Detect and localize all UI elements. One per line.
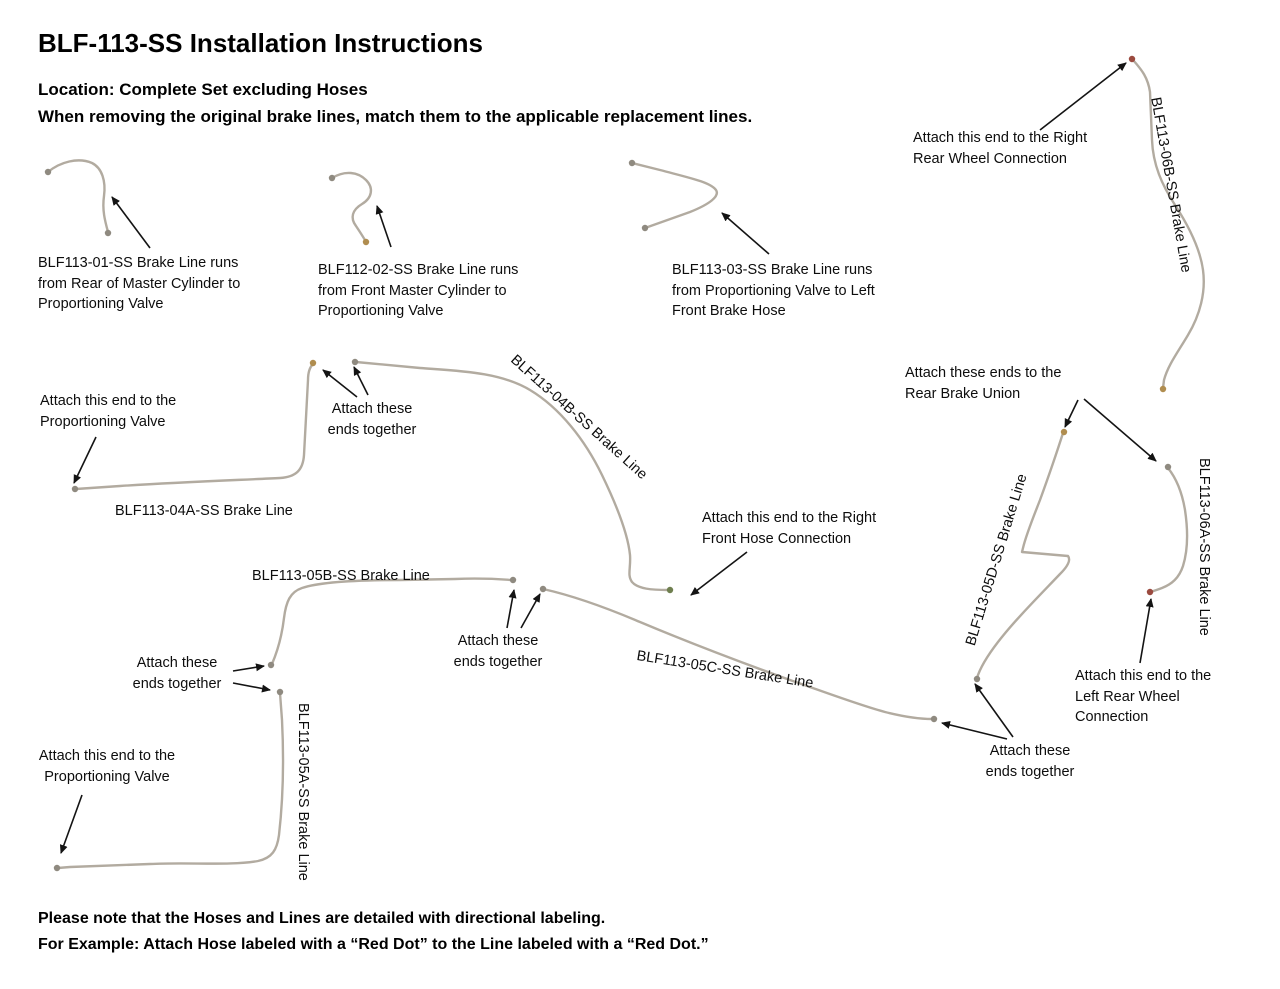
arrow-ends-05cd-b <box>974 683 1014 738</box>
arrow-ends-04-b <box>353 366 369 396</box>
callout-ends-together-05bc: Attach these ends together <box>453 633 543 670</box>
fitting <box>309 359 317 367</box>
intro-line: When removing the original brake lines, … <box>38 107 753 126</box>
callout-right-front-hose: Attach this end to the Right Front Hose … <box>702 510 877 547</box>
callout-rear-brake-union: Attach these ends to the Rear Brake Unio… <box>905 365 1062 402</box>
callout-left-rear-wheel: Attach this end to the Left Rear Wheel C… <box>1075 668 1212 726</box>
page-title: BLF-113-SS Installation Instructions <box>38 28 483 58</box>
arrow-to-line-02 <box>375 205 392 248</box>
arrow-ends-05ab-b <box>232 682 271 693</box>
fitting <box>328 174 336 182</box>
fitting <box>351 358 359 366</box>
arrow-ends-05bc-b <box>520 593 541 629</box>
fitting <box>666 586 674 594</box>
callout-prop-valve-upper: Attach this end to the Proportioning Val… <box>40 393 177 430</box>
callout-right-rear-wheel: Attach this end to the Right Rear Wheel … <box>913 130 1088 167</box>
brake-line-05c-drawing <box>541 587 934 721</box>
fitting <box>1159 385 1167 393</box>
arrow-rear-union-a <box>1064 399 1079 428</box>
callout-ends-together-04: Attach these ends together <box>327 401 417 438</box>
fitting <box>539 585 547 593</box>
arrow-left-rear-wheel <box>1139 598 1154 664</box>
part-description-blf113-03: BLF113-03-SS Brake Line runs from Propor… <box>672 262 875 320</box>
arrow-rear-union-b <box>1083 398 1157 462</box>
fitting <box>1128 55 1136 63</box>
arrow-prop-valve-lower <box>59 794 83 854</box>
fitting <box>44 168 52 176</box>
fitting <box>930 715 938 723</box>
arrow-to-line-01 <box>111 196 151 249</box>
part-description-blf113-01: BLF113-01-SS Brake Line runs from Rear o… <box>38 255 241 313</box>
arrow-ends-05cd-a <box>941 721 1008 740</box>
fitting <box>509 576 517 584</box>
fitting <box>71 485 79 493</box>
brake-line-05a-drawing <box>56 691 285 870</box>
fitting <box>53 864 61 872</box>
brake-line-04b-drawing <box>354 360 670 592</box>
arrow-right-rear-wheel <box>1039 62 1127 131</box>
line-label-blf113-05b: BLF113-05B-SS Brake Line <box>252 568 430 584</box>
arrow-ends-04-a <box>322 369 358 398</box>
brake-line-05d-drawing <box>975 431 1071 680</box>
arrow-right-front-hose <box>690 551 748 596</box>
brake-line-01-drawing <box>46 159 110 234</box>
callout-prop-valve-lower: Attach this end to the Proportioning Val… <box>38 748 176 785</box>
brake-line-06b-drawing <box>1131 58 1205 390</box>
fitting <box>276 688 284 696</box>
fitting <box>641 224 649 232</box>
brake-line-03-drawing <box>630 161 719 230</box>
part-description-blf112-02: BLF112-02-SS Brake Line runs from Front … <box>318 262 519 320</box>
brake-line-05b-drawing <box>270 577 513 666</box>
fitting <box>267 661 275 669</box>
fitting <box>1164 463 1172 471</box>
arrow-to-line-03 <box>721 212 770 255</box>
arrow-ends-05ab-a <box>232 663 265 672</box>
note-directional-labeling: Please note that the Hoses and Lines are… <box>38 910 606 927</box>
line-label-blf113-04a: BLF113-04A-SS Brake Line <box>115 503 293 519</box>
fitting <box>973 675 981 683</box>
arrow-ends-05bc-a <box>506 589 517 629</box>
brake-line-06a-drawing <box>1149 466 1189 594</box>
brake-line-02-drawing <box>330 171 373 244</box>
line-label-blf113-05a: BLF113-05A-SS Brake Line <box>295 703 311 881</box>
fitting <box>362 238 370 246</box>
line-label-blf113-06a: BLF113-06A-SS Brake Line <box>1196 458 1212 636</box>
callout-ends-together-05cd: Attach these ends together <box>985 743 1075 780</box>
callout-ends-together-05ab: Attach these ends together <box>132 655 222 692</box>
arrow-prop-valve-upper <box>73 436 97 484</box>
fitting <box>104 229 112 237</box>
brake-line-04a-drawing <box>74 362 315 491</box>
note-red-dot-example: For Example: Attach Hose labeled with a … <box>38 936 709 953</box>
location-line: Location: Complete Set excluding Hoses <box>38 80 368 99</box>
fitting <box>628 159 636 167</box>
fitting <box>1060 428 1068 436</box>
fitting <box>1146 588 1154 596</box>
